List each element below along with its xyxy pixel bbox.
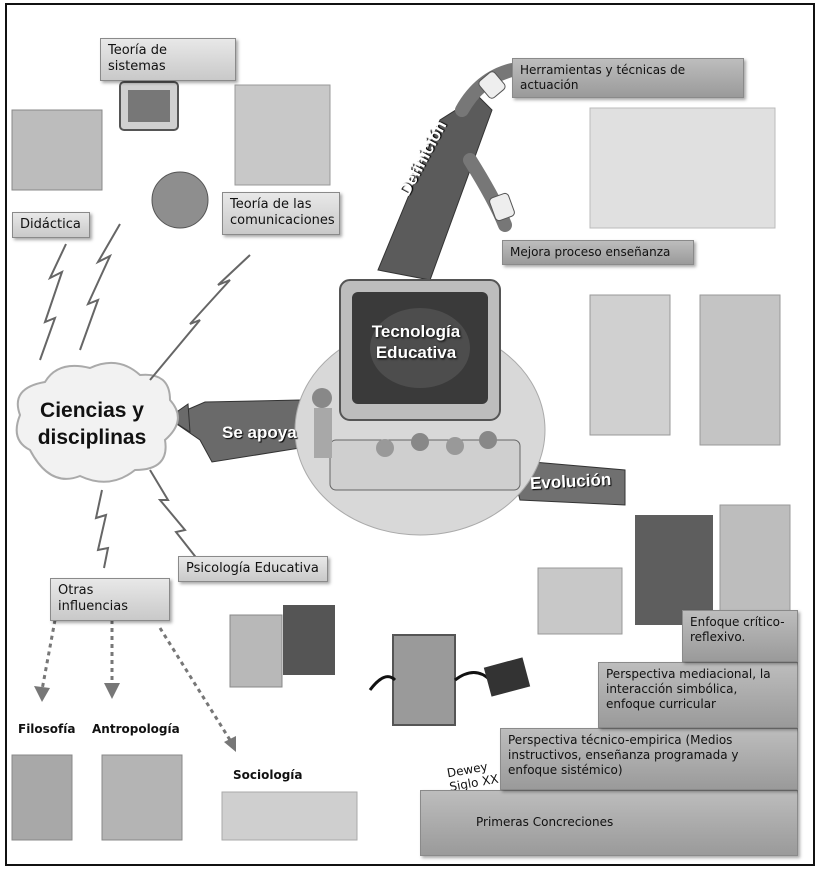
- mediacional-step: Perspectiva mediacional, la interacción …: [598, 662, 798, 728]
- definicion-ribbon: [377, 95, 493, 281]
- lightning-didactica: [39, 243, 67, 361]
- cloud-line2: disciplinas: [37, 426, 147, 450]
- arrowhead-filosofia: [34, 686, 50, 702]
- plug-icon-top: [478, 71, 506, 99]
- classroom-illustration: [537, 567, 623, 635]
- teacher-board-illustration: [589, 294, 671, 436]
- plug-icon-bottom: [489, 192, 515, 222]
- didactica-box: Didáctica: [12, 212, 90, 239]
- se-apoya-arrowhead: [167, 403, 191, 433]
- teoria-comunicaciones-line1: Teoría de las: [230, 197, 312, 212]
- student-2-head: [411, 433, 429, 451]
- psicologia-box: Psicología Educativa: [178, 556, 328, 583]
- teacher-figure-body: [314, 408, 332, 458]
- sociologia-label: Sociología: [233, 768, 303, 782]
- lightning-psicologia: [149, 469, 199, 561]
- center-title-line1: Tecnología: [371, 322, 461, 341]
- antropologia-illustration: [101, 754, 183, 841]
- student-4-head: [479, 431, 497, 449]
- dewey-portrait: [392, 634, 456, 726]
- teacher-figure-head: [312, 388, 332, 408]
- student-1-head: [376, 439, 394, 457]
- cloud-label: Ciencias y disciplinas: [22, 397, 162, 452]
- critico-reflexivo-step: Enfoque crítico-reflexivo.: [682, 610, 798, 662]
- filosofia-label: Filosofía: [18, 722, 76, 736]
- herramientas-box: Herramientas y técnicas de actuación: [512, 58, 744, 98]
- screen-atom-glow: [370, 308, 470, 388]
- plug-connector-bottom: [463, 153, 512, 232]
- lightning-otras: [94, 489, 110, 569]
- communications-illustration: [234, 84, 331, 186]
- arrow-sociologia: [158, 627, 232, 741]
- tecnico-empirica-step: Perspectiva técnico-empirica (Medios ins…: [500, 728, 798, 790]
- brain-profile-illustration: [283, 605, 335, 675]
- chip-illustration: [483, 657, 531, 697]
- lightning-sistemas: [79, 223, 121, 351]
- teoria-sistemas-box: Teoría de sistemas: [100, 38, 236, 81]
- se-apoya-label: Se apoya: [222, 423, 297, 442]
- lightning-comunicaciones: [149, 254, 251, 381]
- brain-head-illustration: [635, 515, 713, 625]
- filosofia-illustration: [11, 754, 73, 841]
- computer-clipart-screen: [128, 90, 170, 122]
- cloud-line1: Ciencias y: [40, 399, 144, 422]
- didactica-illustration: [11, 109, 103, 191]
- film-strip-right: [454, 671, 492, 682]
- funnel-illustration: [699, 294, 781, 446]
- arrow-filosofia: [40, 619, 57, 691]
- arrowhead-sociologia: [224, 736, 236, 752]
- student-3-head: [446, 437, 464, 455]
- books-illustration: [229, 614, 283, 688]
- center-title-line2: Educativa: [375, 343, 457, 363]
- cloud-shape: [15, 361, 179, 483]
- antropologia-label: Antropología: [92, 722, 180, 736]
- center-title: Tecnología Educativa: [357, 321, 475, 364]
- media-icons-grid: [589, 107, 776, 229]
- globe-illustration: [151, 171, 209, 229]
- primeras-concreciones-step: Primeras Concreciones: [420, 790, 798, 856]
- evolucion-label: Evolución: [529, 469, 612, 494]
- girl-ideas-illustration: [719, 504, 791, 616]
- arrowhead-antropologia: [104, 683, 120, 699]
- otras-influencias-box: Otras influencias: [50, 578, 170, 621]
- teoria-comunicaciones-line2: comunicaciones: [230, 213, 335, 229]
- sociologia-illustration: [221, 791, 358, 841]
- film-strip-left: [368, 675, 397, 691]
- teoria-comunicaciones-box: Teoría de las comunicaciones: [222, 192, 340, 235]
- mejora-box: Mejora proceso enseñanza: [502, 240, 694, 265]
